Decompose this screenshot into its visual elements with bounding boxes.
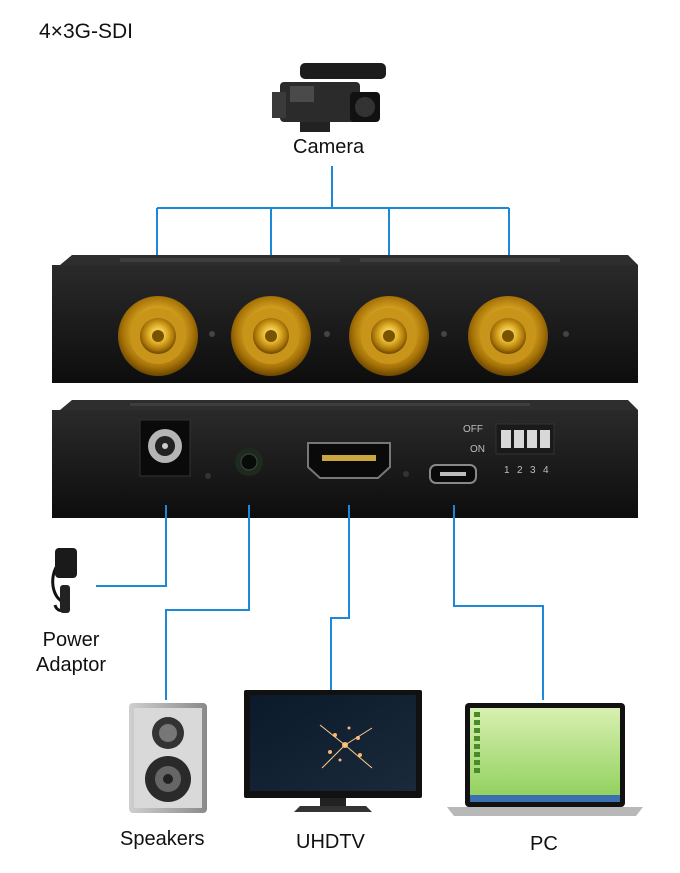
dip-number-2: 2 xyxy=(517,465,523,476)
dip-number-4: 4 xyxy=(543,465,549,476)
bnc-connector-3 xyxy=(349,296,429,376)
dip-number-3: 3 xyxy=(530,465,536,476)
power-adaptor-line2: Adaptor xyxy=(36,654,107,676)
led-indicator xyxy=(205,473,211,479)
power-adaptor-line1: Power xyxy=(42,629,100,651)
hdmi-port xyxy=(307,442,391,479)
dip-switch: OFF ON 1 2 3 4 xyxy=(463,423,555,476)
power-adapter-icon xyxy=(51,548,77,613)
bnc-connector-4 xyxy=(468,296,548,376)
speakers-label: Speakers xyxy=(120,828,205,850)
bnc-connector-2 xyxy=(231,296,311,376)
output-lines xyxy=(96,505,544,700)
diagram-title: 4×3G-SDI xyxy=(39,20,133,43)
camera-label: Camera xyxy=(293,136,365,158)
dip-off-label: OFF xyxy=(463,424,483,435)
led-indicator-2 xyxy=(403,471,409,477)
pc-label: PC xyxy=(530,833,558,855)
audio-jack xyxy=(235,448,263,476)
bnc-connector-1 xyxy=(118,296,198,376)
power-adaptor-label: Power Adaptor xyxy=(36,628,106,678)
uhdtv-label: UHDTV xyxy=(296,831,365,853)
dip-on-label: ON xyxy=(470,444,485,455)
video-camera-icon xyxy=(272,63,386,132)
laptop-icon xyxy=(447,703,643,816)
monitor-icon xyxy=(244,690,422,812)
micro-usb-port xyxy=(429,464,477,484)
dc-power-jack xyxy=(139,419,191,477)
dip-number-1: 1 xyxy=(504,465,510,476)
speaker-icon xyxy=(129,703,207,813)
